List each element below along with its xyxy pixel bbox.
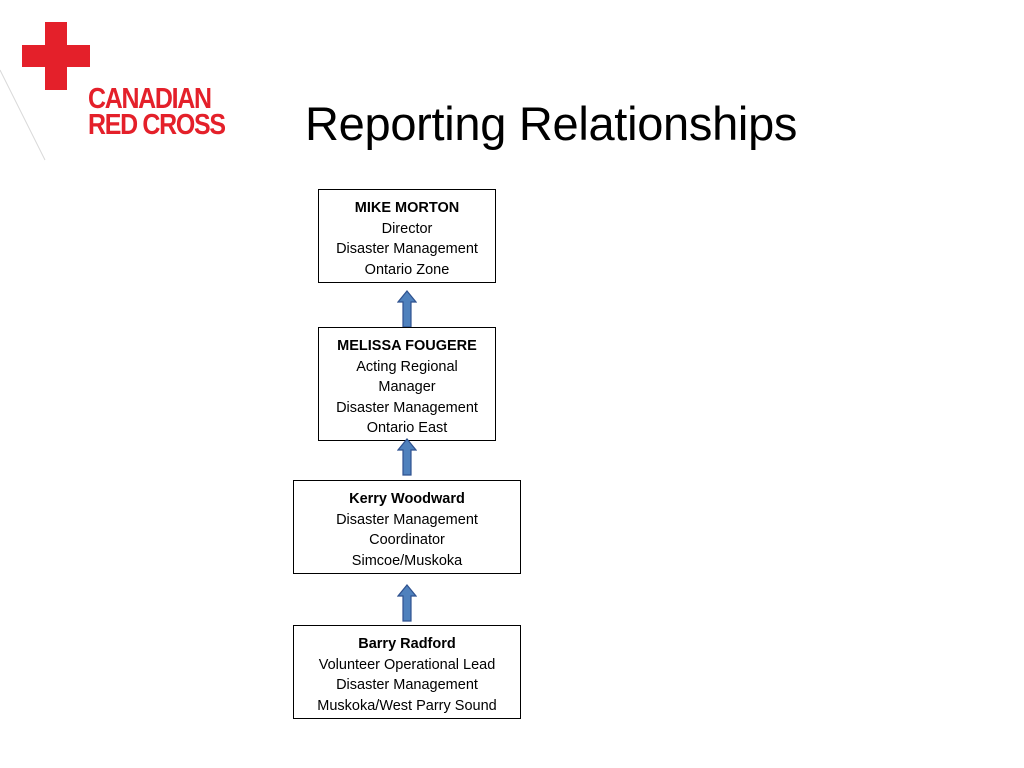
role-line: Disaster Management bbox=[336, 241, 478, 257]
logo-line-2: RED CROSS bbox=[88, 109, 226, 141]
role-line: Director bbox=[381, 220, 433, 237]
role-line: Acting Regional bbox=[356, 358, 458, 375]
role-line: Simcoe/Muskoka bbox=[351, 552, 463, 569]
role-line: Volunteer Operational Lead bbox=[318, 656, 496, 673]
red-cross-logo-icon bbox=[22, 22, 90, 90]
org-box-coordinator: Kerry Woodward Disaster Management Coord… bbox=[293, 480, 521, 574]
person-name: Kerry Woodward bbox=[349, 491, 465, 507]
person-name: MIKE MORTON bbox=[354, 200, 460, 216]
role-line: Ontario Zone bbox=[364, 261, 450, 278]
org-box-regional-manager: MELISSA FOUGERE Acting Regional Manager … bbox=[318, 327, 496, 441]
role-line: Disaster Management bbox=[336, 511, 478, 528]
role-line: Disaster Management bbox=[336, 399, 478, 416]
person-name: Barry Radford bbox=[358, 636, 456, 652]
logo-wordmark: CANADIAN RED CROSS bbox=[88, 83, 226, 141]
org-box-volunteer-lead: Barry Radford Volunteer Operational Lead… bbox=[293, 625, 521, 719]
role-line: Disaster Management bbox=[336, 677, 478, 693]
role-line: Ontario East bbox=[366, 420, 448, 436]
role-line: Coordinator bbox=[369, 532, 445, 548]
role-line: Manager bbox=[378, 379, 436, 395]
logo-line-1: CANADIAN bbox=[88, 83, 212, 115]
up-arrow-icon bbox=[397, 290, 417, 328]
person-name: MELISSA FOUGERE bbox=[337, 338, 477, 354]
page-title: Reporting Relationships bbox=[305, 97, 798, 150]
up-arrow-icon bbox=[397, 438, 417, 476]
role-line: Muskoka/West Parry Sound bbox=[317, 697, 497, 714]
org-box-director: MIKE MORTON Director Disaster Management… bbox=[318, 189, 496, 283]
up-arrow-icon bbox=[397, 584, 417, 622]
